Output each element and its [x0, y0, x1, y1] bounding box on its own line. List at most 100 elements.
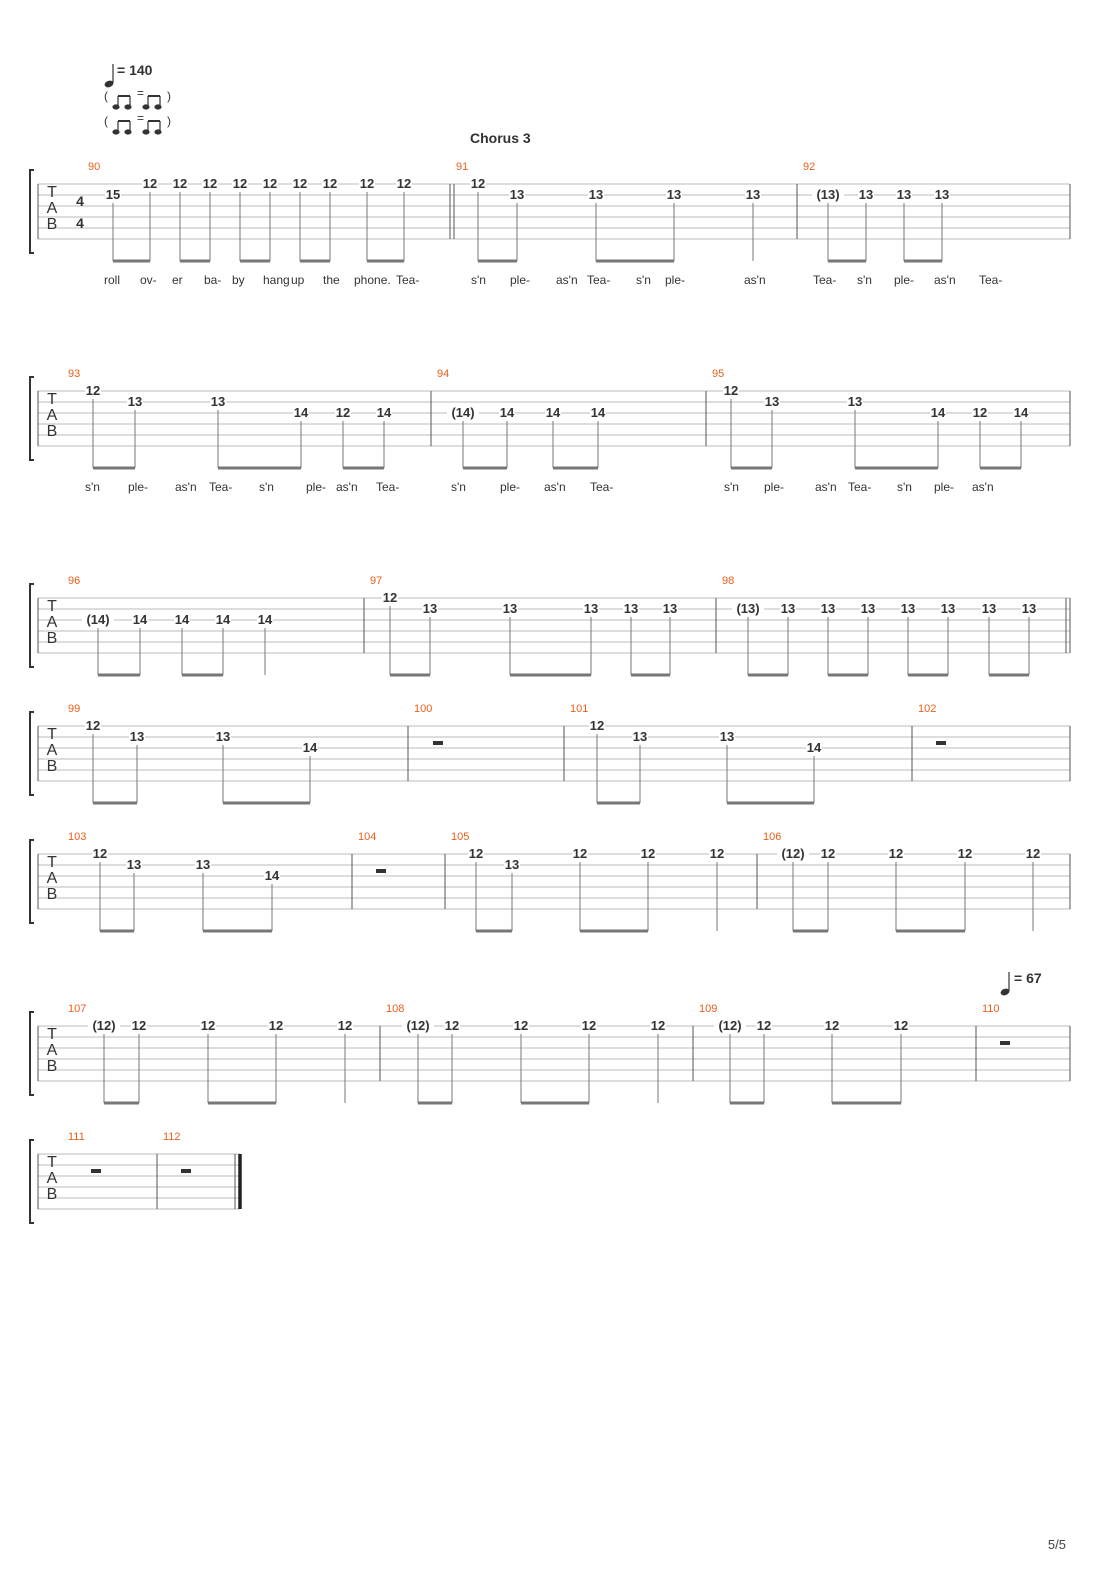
- fret-bg: [957, 847, 973, 859]
- measure-number: 92: [803, 161, 815, 173]
- lyric-syllable: ple-: [934, 480, 954, 494]
- svg-text:): ): [167, 89, 171, 103]
- fret-bg: [900, 602, 916, 614]
- fret-number: 14: [807, 740, 822, 755]
- fret-number: (13): [736, 601, 759, 616]
- measure: 102: [918, 703, 946, 745]
- svg-text:=: =: [137, 111, 144, 125]
- tempo-marking-final: = 67: [1000, 970, 1042, 996]
- fret-number: 12: [641, 846, 655, 861]
- fret-bg: [85, 384, 101, 396]
- eighth-pair-icon: [112, 95, 162, 135]
- fret-number: (12): [406, 1018, 429, 1033]
- time-signature: 44: [76, 193, 84, 231]
- fret-number: 13: [127, 857, 141, 872]
- fret-bg: [640, 847, 656, 859]
- tab-clef-letter: A: [47, 614, 58, 631]
- fret-bg: [972, 406, 988, 418]
- swing-marking: ( ) = ( ) =: [104, 86, 171, 135]
- lyric-syllable: as'n: [744, 273, 766, 287]
- fret-bg: [382, 591, 398, 603]
- fret-bg: [92, 847, 108, 859]
- fret-bg: [934, 188, 950, 200]
- lyric-syllable: up: [291, 273, 305, 287]
- fret-bg: [293, 406, 309, 418]
- fret-number: 13: [663, 601, 677, 616]
- fret-number: 14: [294, 405, 309, 420]
- tempo-value: = 140: [117, 62, 153, 78]
- fret-number: 12: [397, 176, 411, 191]
- fret-bg: [858, 188, 874, 200]
- fret-number: 13: [505, 857, 519, 872]
- fret-bg: [714, 1019, 746, 1031]
- fret-bg: [545, 406, 561, 418]
- fret-number: 13: [589, 187, 603, 202]
- fret-bg: [172, 177, 188, 189]
- fret-number: 13: [746, 187, 760, 202]
- measure: 111: [68, 1131, 101, 1173]
- system-bracket: [29, 376, 34, 461]
- fret-bg: [981, 602, 997, 614]
- tab-clef-letter: A: [47, 1170, 58, 1187]
- fret-bg: [215, 730, 231, 742]
- whole-rest-icon: [91, 1169, 101, 1173]
- tab-clef-letter: T: [47, 391, 57, 408]
- fret-bg: [470, 177, 486, 189]
- fret-number: 14: [265, 868, 280, 883]
- fret-number: 13: [848, 394, 862, 409]
- measure-number: 99: [68, 703, 80, 715]
- fret-number: 12: [825, 1018, 839, 1033]
- lyric-syllable: Tea-: [813, 273, 836, 287]
- fret-number: 12: [173, 176, 187, 191]
- measure-number: 108: [386, 1003, 404, 1015]
- quarter-note-icon: [104, 80, 114, 88]
- fret-number: 13: [130, 729, 144, 744]
- lyric-syllable: Tea-: [376, 480, 399, 494]
- measure-number: 97: [370, 575, 382, 587]
- fret-number: 12: [338, 1018, 352, 1033]
- lyric-syllable: ple-: [894, 273, 914, 287]
- fret-bg: [335, 406, 351, 418]
- fret-number: 12: [143, 176, 157, 191]
- fret-bg: [888, 847, 904, 859]
- fret-number: 12: [590, 718, 604, 733]
- measure: 100: [414, 703, 443, 745]
- quarter-note-icon: [1000, 988, 1010, 996]
- measure-number: 105: [451, 831, 469, 843]
- fret-number: 14: [133, 612, 148, 627]
- measure-number: 100: [414, 703, 432, 715]
- fret-number: 12: [336, 405, 350, 420]
- fret-bg: [745, 188, 761, 200]
- fret-number: 12: [86, 383, 100, 398]
- tab-clef-letter: T: [47, 598, 57, 615]
- fret-number: 13: [128, 394, 142, 409]
- fret-number: 12: [360, 176, 374, 191]
- fret-number: 14: [377, 405, 392, 420]
- measure-number: 104: [358, 831, 376, 843]
- fret-bg: [623, 602, 639, 614]
- fret-number: 14: [546, 405, 561, 420]
- fret-bg: [132, 613, 148, 625]
- fret-number: 14: [931, 405, 946, 420]
- fret-number: 12: [293, 176, 307, 191]
- fret-number: 13: [633, 729, 647, 744]
- fret-number: 13: [211, 394, 225, 409]
- fret-bg: [589, 719, 605, 731]
- fret-number: 12: [651, 1018, 665, 1033]
- fret-bg: [468, 847, 484, 859]
- fret-number: 12: [471, 176, 485, 191]
- lyric-syllable: s'n: [636, 273, 651, 287]
- measure-number: 94: [437, 368, 449, 380]
- lyric-syllable: ple-: [510, 273, 530, 287]
- fret-bg: [502, 602, 518, 614]
- fret-bg: [85, 719, 101, 731]
